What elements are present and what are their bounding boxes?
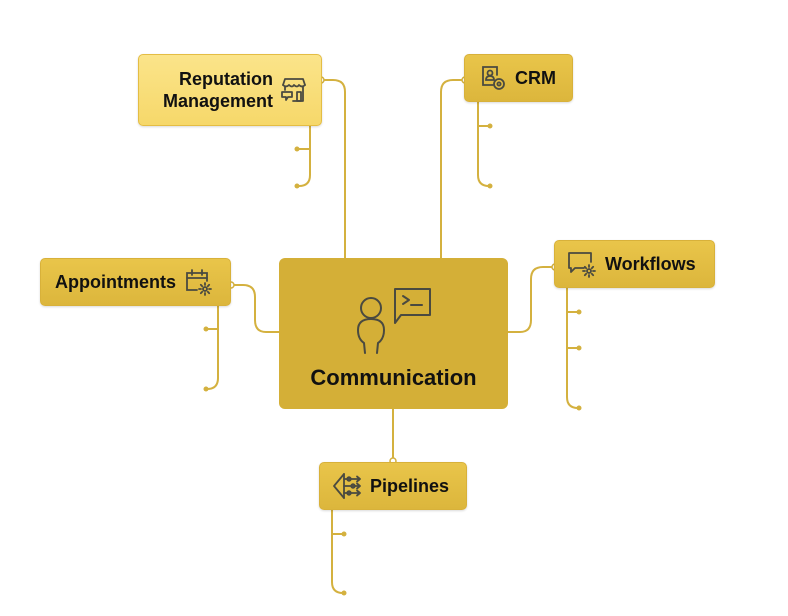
connector-root-workflows bbox=[508, 266, 555, 333]
child-dot bbox=[341, 531, 347, 537]
connector-root-appointments bbox=[231, 284, 280, 333]
child-dot bbox=[576, 309, 582, 315]
chat-gear-icon bbox=[567, 249, 599, 279]
connector-root-reputation bbox=[321, 79, 346, 258]
label-line: Management bbox=[162, 91, 273, 111]
pipeline-flow-icon bbox=[332, 471, 364, 501]
child-dot bbox=[203, 326, 209, 332]
child-dot bbox=[576, 345, 582, 351]
node-crm[interactable]: CRM bbox=[464, 54, 573, 102]
child-dot bbox=[294, 146, 300, 152]
calendar-gear-icon bbox=[183, 267, 213, 297]
root-label: Communication bbox=[310, 364, 477, 390]
node-reputation-management[interactable]: Reputation Management bbox=[138, 54, 322, 126]
storefront-review-icon bbox=[279, 75, 309, 105]
child-dot bbox=[487, 123, 493, 129]
contact-settings-icon bbox=[477, 63, 507, 93]
child-dot bbox=[203, 386, 209, 392]
child-dot bbox=[487, 183, 493, 189]
node-label: Workflows bbox=[605, 254, 696, 274]
child-dot bbox=[576, 405, 582, 411]
connector-crm-children bbox=[477, 102, 490, 187]
node-label: Pipelines bbox=[370, 476, 450, 496]
child-dot bbox=[294, 183, 300, 189]
node-appointments[interactable]: Appointments bbox=[40, 258, 231, 306]
node-workflows[interactable]: Workflows bbox=[554, 240, 715, 288]
child-dot bbox=[341, 590, 347, 596]
node-label: Appointments bbox=[55, 272, 176, 292]
node-communication-root[interactable]: Communication bbox=[279, 258, 508, 409]
connector-pipelines-children bbox=[331, 510, 344, 594]
node-label: CRM bbox=[515, 68, 556, 88]
node-pipelines[interactable]: Pipelines bbox=[319, 462, 467, 510]
label-line: Reputation bbox=[179, 69, 273, 89]
node-label: Reputation Management bbox=[163, 68, 273, 112]
person-terminal-chat-icon bbox=[354, 283, 434, 357]
connector-appointments-children bbox=[206, 306, 219, 390]
connector-reputation-children bbox=[297, 126, 311, 187]
connector-root-crm bbox=[440, 79, 465, 258]
